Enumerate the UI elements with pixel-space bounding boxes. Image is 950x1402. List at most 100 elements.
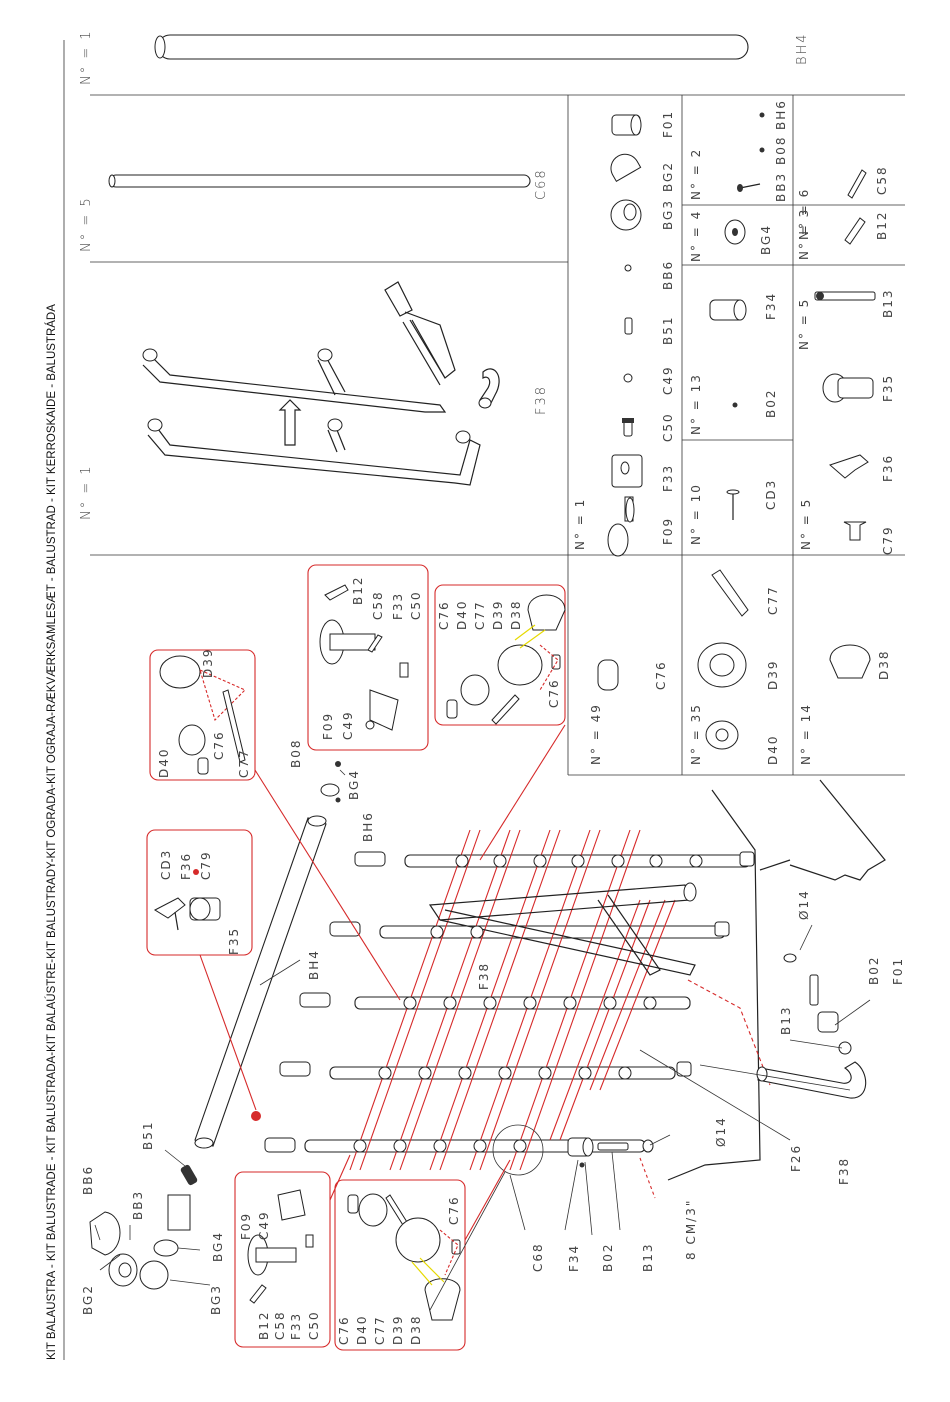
- callout-c76: [434, 584, 566, 726]
- f35-part: F35: [881, 374, 895, 402]
- lbl-bg4b: BG4: [211, 1231, 225, 1262]
- top-part: BH4: [795, 32, 810, 65]
- lbl-f34: F34: [567, 1244, 581, 1272]
- b08-icon: [759, 147, 765, 153]
- lbl-f01: F01: [891, 957, 905, 985]
- lbl-dim: 8 CM/3": [684, 1199, 698, 1260]
- bg4-cap: [167, 1194, 191, 1231]
- c79-part: C79: [881, 525, 895, 555]
- rt-part-b08: B08: [774, 135, 788, 165]
- f34-part: F34: [764, 292, 778, 320]
- bg4-icon: [724, 219, 746, 245]
- b02-part: B02: [764, 388, 778, 418]
- connectors: [353, 854, 703, 1153]
- row1-part-c49: C49: [661, 365, 675, 395]
- f36-icon: [829, 454, 869, 479]
- header-title: KIT BALAUSTRA - KIT BALUSTRADE - KIT BAL…: [45, 304, 58, 1360]
- row1-part-f01: F01: [661, 110, 675, 138]
- bh4-tube-top: [154, 34, 749, 60]
- end-cap-dot: [251, 1111, 261, 1121]
- stair-outline-right: [789, 779, 886, 881]
- cb4-cd3: CD3: [159, 849, 173, 880]
- b13-qty: N° = 6: [797, 188, 811, 240]
- dim-line: [639, 1157, 656, 1199]
- lbl-b13b: B13: [641, 1242, 655, 1272]
- up-arrow-icon: [278, 399, 302, 446]
- lbl-bg3: BG3: [209, 1284, 223, 1315]
- c68-qty: N° = 5: [79, 196, 94, 252]
- f38-lower-elbow: [756, 1061, 867, 1099]
- cb2-f09: F09: [321, 712, 335, 740]
- d40-icon: [705, 720, 739, 750]
- f38-frame-bottom: [147, 418, 481, 486]
- cb2-b12: B12: [351, 575, 365, 605]
- bg3-icon: [610, 199, 642, 231]
- b02-qty: N° = 13: [689, 373, 703, 435]
- row1-part-f33: F33: [661, 464, 675, 492]
- cb5-b12: B12: [257, 1310, 271, 1340]
- d14-washer-b: [642, 1139, 654, 1153]
- cb2-c49: C49: [341, 710, 355, 740]
- cb6-c77: C77: [373, 1315, 387, 1345]
- cb4-f35: F35: [227, 927, 241, 955]
- stair-outline-left: [667, 789, 761, 1181]
- rm-part-bg4: BG4: [759, 224, 773, 255]
- cb5-f09: F09: [239, 1212, 253, 1240]
- rb-part-b12: B12: [875, 210, 889, 240]
- b13-icon: [814, 291, 876, 301]
- bh6-icon: [759, 112, 765, 118]
- lbl-bg4: BG4: [347, 769, 361, 800]
- f01-icon: [611, 114, 642, 136]
- bb6-fitting: [89, 1211, 121, 1256]
- callout-d38-low: [334, 1179, 466, 1351]
- c68-rod: [108, 174, 531, 188]
- cb3-d38: D38: [509, 599, 523, 630]
- f38-part: F38: [534, 385, 549, 415]
- bh4-handrail: [194, 815, 327, 1149]
- c58-icon: [847, 169, 867, 199]
- c79-qty: N° = 5: [799, 498, 813, 550]
- row1-part-b51: B51: [661, 315, 675, 345]
- d40-qty: N° = 35: [689, 703, 703, 765]
- cd3-qty: N° = 10: [689, 483, 703, 545]
- d38-part: D38: [877, 649, 891, 680]
- cb5-c49: C49: [257, 1210, 271, 1240]
- cb1-c77: C77: [237, 748, 251, 778]
- f38-frame-top: [142, 348, 447, 413]
- lbl-d14a: Ø14: [797, 889, 811, 920]
- f34-icon: [709, 299, 747, 321]
- row1-part-bb6: BB6: [661, 260, 675, 290]
- cb2-c50: C50: [409, 590, 423, 620]
- f38-qty: N° = 1: [79, 464, 94, 520]
- d38-qty: N° = 14: [799, 703, 813, 765]
- lbl-d14b: Ø14: [714, 1116, 728, 1147]
- b13-anchor: [597, 1142, 629, 1151]
- callout-f09: [307, 564, 429, 751]
- cb4-f36: F36: [179, 852, 193, 880]
- rm-qty: N° = 4: [689, 210, 703, 262]
- f36-part: F36: [881, 454, 895, 482]
- cb5-c50: C50: [307, 1310, 321, 1340]
- lbl-b13: B13: [779, 1005, 793, 1035]
- bg4-top: [320, 761, 341, 803]
- lbl-bb3: BB3: [131, 1190, 145, 1220]
- row1-part-c50: C50: [661, 412, 675, 442]
- cb3-d40: D40: [455, 599, 469, 630]
- bg3-cap: [139, 1260, 169, 1290]
- c68-part: C68: [534, 168, 549, 200]
- c77-part: C77: [766, 585, 780, 615]
- c76-qty: N° = 49: [589, 703, 603, 765]
- row1-part-f09: F09: [661, 517, 675, 545]
- c77-icon: [711, 569, 749, 617]
- lbl-bb6: BB6: [81, 1165, 95, 1195]
- row1-qty: N° = 1: [573, 498, 587, 550]
- f01-fitting: [809, 974, 852, 1055]
- b12-icon: [844, 217, 866, 245]
- cb3-c77: C77: [473, 600, 487, 630]
- c76-icon: [597, 659, 619, 691]
- lbl-b08: B08: [289, 738, 303, 768]
- cb6-d40: D40: [355, 1314, 369, 1345]
- top-qty: N° = 1: [79, 29, 94, 85]
- row1-part-bg3: BG3: [661, 199, 675, 230]
